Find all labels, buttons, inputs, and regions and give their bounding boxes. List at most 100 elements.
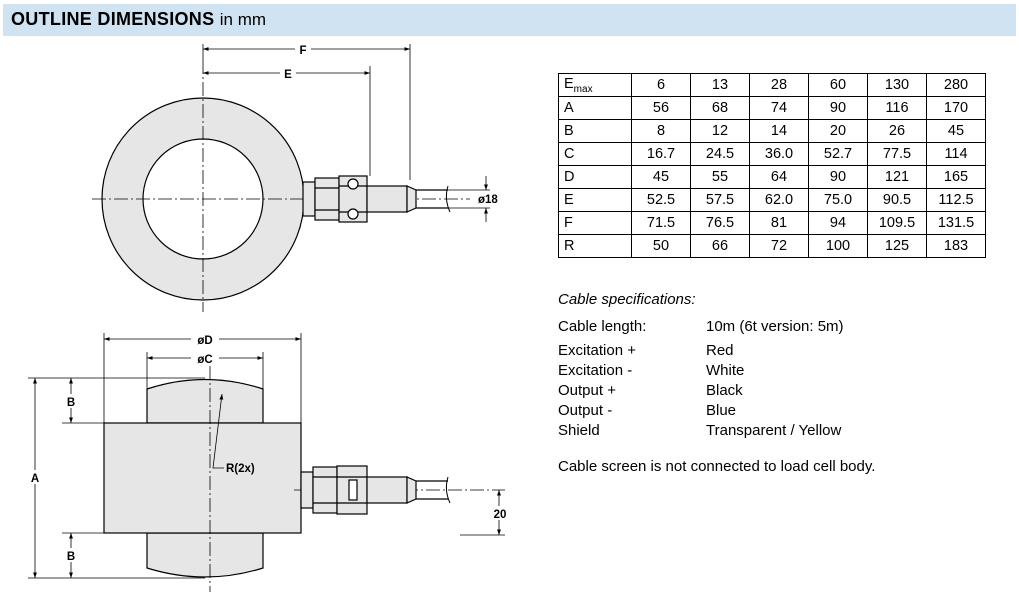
table-cell: 81	[749, 211, 809, 235]
cable-note: Cable screen is not connected to load ce…	[558, 458, 876, 475]
table-header-cell: 60	[808, 73, 868, 97]
title-text: OUTLINE DIMENSIONS	[11, 9, 215, 29]
table-row: F 71.5 76.5 81 94 109.5 131.5	[558, 211, 986, 235]
table-cell: 12	[690, 119, 750, 143]
spec-label: Cable length:	[558, 318, 647, 335]
dim-R-label: R(2x)	[226, 463, 255, 475]
cable-specs-title: Cable specifications:	[558, 291, 696, 308]
section-header: OUTLINE DIMENSIONS in mm	[3, 4, 1016, 36]
dim-B-top-label: B	[67, 397, 75, 409]
table-cell: 26	[867, 119, 927, 143]
table-cell: 165	[926, 165, 986, 189]
table-cell: 131.5	[926, 211, 986, 235]
dim-B-bottom-label: B	[67, 551, 75, 563]
table-cell: 77.5	[867, 142, 927, 166]
table-header-cell: Emax	[558, 73, 632, 97]
side-view	[28, 333, 505, 592]
table-cell: 109.5	[867, 211, 927, 235]
table-cell: R	[558, 234, 632, 258]
table-cell: 8	[631, 119, 691, 143]
table-cell: 75.0	[808, 188, 868, 212]
section-title: OUTLINE DIMENSIONS in mm	[11, 9, 266, 30]
spec-value: White	[706, 362, 745, 379]
table-cell: 52.7	[808, 142, 868, 166]
table-header-cell: 6	[631, 73, 691, 97]
table-header-cell: 28	[749, 73, 809, 97]
table-cell: 183	[926, 234, 986, 258]
table-cell: A	[558, 96, 632, 120]
table-cell: F	[558, 211, 632, 235]
spec-value: Red	[706, 342, 734, 359]
spec-label: Excitation +	[558, 342, 636, 359]
table-cell: 20	[808, 119, 868, 143]
spec-value: Transparent / Yellow	[706, 422, 842, 439]
emax-sub: max	[573, 83, 593, 95]
dim-A-label: A	[31, 473, 39, 485]
dim-20-label: 20	[494, 509, 507, 521]
spec-label: Shield	[558, 422, 600, 439]
spec-label: Output +	[558, 382, 616, 399]
table-cell: 112.5	[926, 188, 986, 212]
table-cell: 50	[631, 234, 691, 258]
main-body	[103, 422, 302, 534]
dim-E-label: E	[284, 69, 292, 81]
outline-drawing: F E ø18	[27, 42, 510, 592]
table-cell: 90	[808, 96, 868, 120]
table-row: A 56 68 74 90 116 170	[558, 96, 986, 120]
table-cell: 16.7	[631, 142, 691, 166]
table-cell: 114	[926, 142, 986, 166]
table-cell: 64	[749, 165, 809, 189]
table-cell: 76.5	[690, 211, 750, 235]
table-cell: D	[558, 165, 632, 189]
dim-D-label: øD	[197, 335, 212, 347]
table-cell: 57.5	[690, 188, 750, 212]
spec-value: Blue	[706, 402, 737, 419]
table-header-cell: 130	[867, 73, 927, 97]
table-cell: 94	[808, 211, 868, 235]
table-cell: 68	[690, 96, 750, 120]
table-cell: 74	[749, 96, 809, 120]
dim-C-label: øC	[197, 354, 212, 366]
top-dome	[146, 378, 264, 424]
table-row: C 16.7 24.5 36.0 52.7 77.5 114	[558, 142, 986, 166]
table-row: B 8 12 14 20 26 45	[558, 119, 986, 143]
spec-value: 10m (6t version: 5m)	[706, 318, 844, 335]
table-cell: 100	[808, 234, 868, 258]
table-row: E 52.5 57.5 62.0 75.0 90.5 112.5	[558, 188, 986, 212]
table-cell: 36.0	[749, 142, 809, 166]
table-cell: 55	[690, 165, 750, 189]
table-cell: 56	[631, 96, 691, 120]
table-cell: 62.0	[749, 188, 809, 212]
table-header-row: Emax 6 13 28 60 130 280	[558, 73, 986, 97]
table-cell: 52.5	[631, 188, 691, 212]
dimensions-table: Emax 6 13 28 60 130 280 A 56 68 74 90 11…	[558, 73, 986, 258]
dim-F-label: F	[299, 45, 306, 57]
table-cell: 14	[749, 119, 809, 143]
table-header-cell: 13	[690, 73, 750, 97]
table-cell: 125	[867, 234, 927, 258]
dim-diam18-label: ø18	[478, 194, 498, 206]
table-cell: 116	[867, 96, 927, 120]
table-cell: 45	[631, 165, 691, 189]
emax-label: E	[564, 75, 574, 92]
table-cell: B	[558, 119, 632, 143]
spec-value: Black	[706, 382, 743, 399]
top-connector	[302, 175, 417, 223]
table-cell: 170	[926, 96, 986, 120]
top-view	[92, 44, 490, 312]
bottom-dome	[146, 532, 264, 578]
table-cell: 72	[749, 234, 809, 258]
table-cell: 71.5	[631, 211, 691, 235]
table-cell: 121	[867, 165, 927, 189]
table-row: R 50 66 72 100 125 183	[558, 234, 986, 258]
spec-label: Output -	[558, 402, 613, 419]
table-row: D 45 55 64 90 121 165	[558, 165, 986, 189]
table-cell: 24.5	[690, 142, 750, 166]
table-cell: 90	[808, 165, 868, 189]
table-cell: 90.5	[867, 188, 927, 212]
table-cell: C	[558, 142, 632, 166]
table-cell: E	[558, 188, 632, 212]
side-connector	[300, 465, 417, 515]
spec-label: Excitation -	[558, 362, 633, 379]
table-cell: 66	[690, 234, 750, 258]
